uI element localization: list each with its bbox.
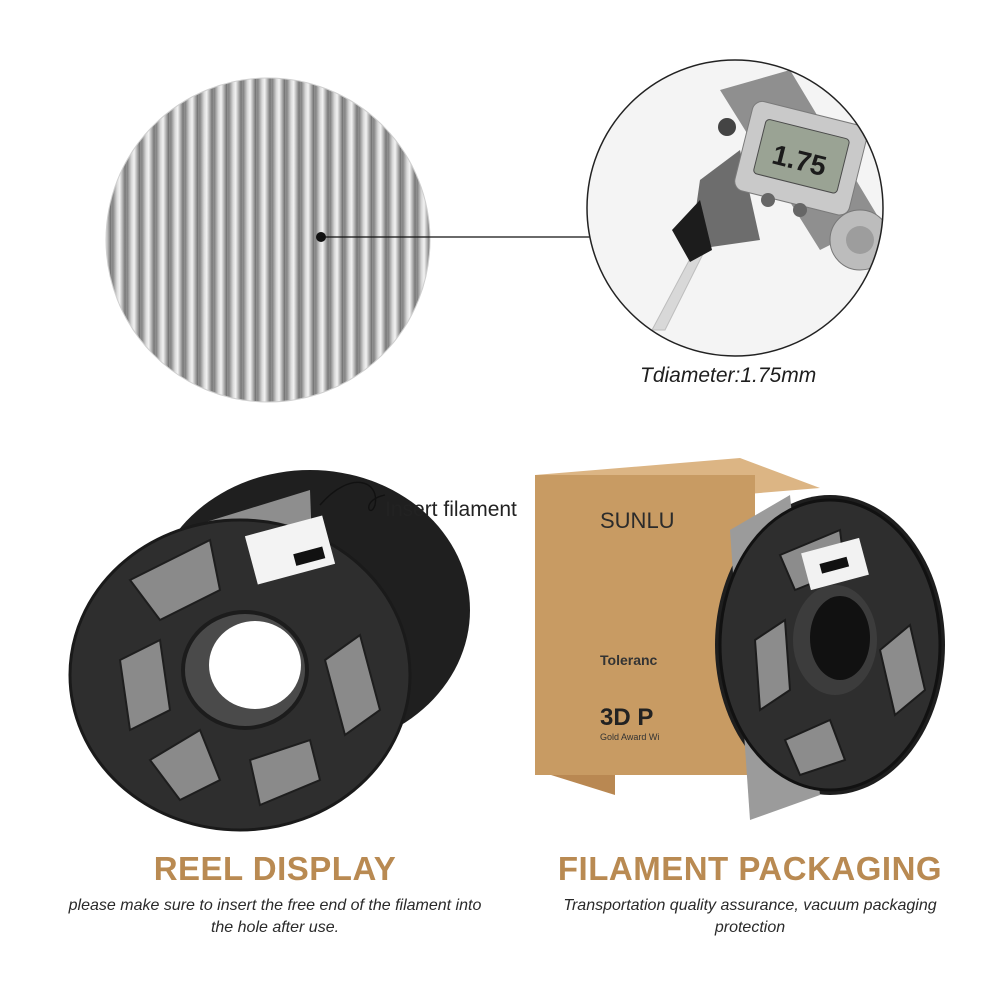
packaging-illustration: SUNLU Toleranc 3D P Gold Award Wi — [535, 458, 945, 820]
filament-packaging-description: Transportation quality assurance, vacuum… — [563, 897, 937, 936]
filament-strand — [214, 78, 227, 402]
filament-strand — [127, 78, 140, 402]
filament-strand — [228, 78, 242, 402]
filament-strand — [243, 78, 256, 402]
box-text-tolerance: Toleranc — [600, 652, 658, 668]
filament-packaging-title: FILAMENT PACKAGING — [557, 850, 943, 887]
filament-strand — [388, 78, 401, 402]
filament-strand — [156, 78, 169, 402]
filament-strand — [141, 78, 155, 402]
filament-strand — [373, 78, 387, 402]
filament-strands — [106, 60, 445, 420]
filament-strand — [272, 78, 285, 402]
filament-strand — [185, 78, 198, 402]
filament-strand — [112, 78, 126, 402]
filament-strand — [402, 78, 416, 402]
filament-strand — [432, 60, 445, 420]
filament-strand — [286, 78, 300, 402]
box-text-3d: 3D P — [600, 704, 653, 731]
reel-illustration — [68, 470, 470, 832]
filament-strand — [417, 78, 430, 402]
insert-filament-callout: Insert filament — [385, 498, 517, 521]
filament-strand — [344, 78, 358, 402]
diameter-label: Tdiameter:1.75mm — [640, 364, 817, 387]
reel-display-description: please make sure to insert the free end … — [68, 897, 482, 936]
filament-strand — [170, 78, 184, 402]
filament-strand — [257, 78, 271, 402]
filament-closeup-illustration: 1.75 — [105, 59, 884, 420]
filament-strand — [199, 78, 213, 402]
reel-display-title: REEL DISPLAY — [153, 850, 397, 887]
filament-strand — [301, 78, 314, 402]
filament-strand — [359, 78, 372, 402]
box-text-award: Gold Award Wi — [600, 732, 659, 742]
box-brand: SUNLU — [600, 508, 675, 533]
caliper-illustration: 1.75 — [587, 60, 883, 356]
filament-strand — [106, 78, 111, 402]
filament-strand — [330, 78, 343, 402]
